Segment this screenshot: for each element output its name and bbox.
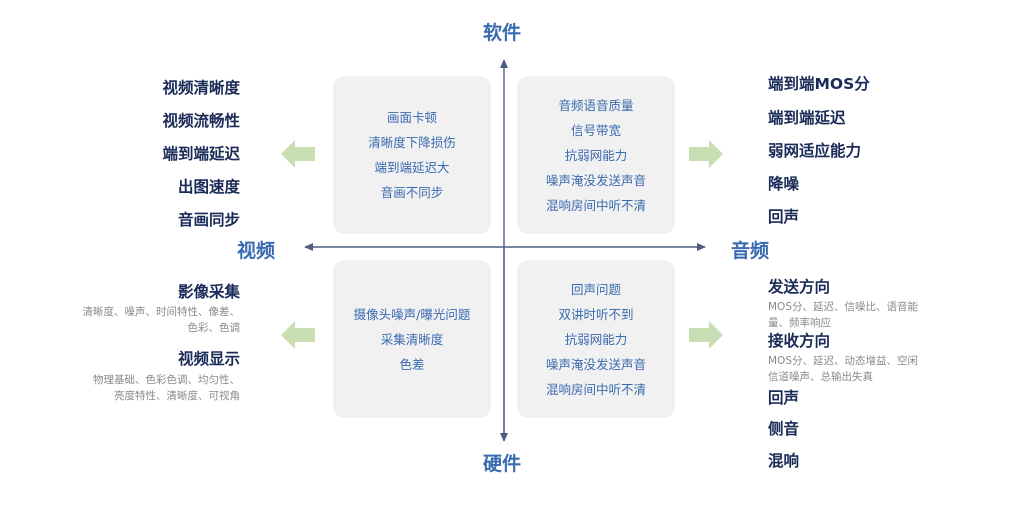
quad-line: 摄像头噪声/曝光问题 — [353, 306, 471, 322]
quad-line: 回声问题 — [570, 281, 621, 297]
send-title: 发送方向 — [768, 278, 831, 296]
quad-line: 信号带宽 — [570, 122, 621, 138]
quadrant-software-audio: 音频语音质量 信号带宽 抗弱网能力 噪声淹没发送声音 混响房间中听不清 — [517, 76, 675, 234]
quad-line: 清晰度下降损伤 — [368, 135, 456, 150]
axis-label-software: 软件 — [483, 22, 522, 44]
display-sub: 亮度特性、清晰度、可视角 — [114, 390, 240, 402]
quadrant-hardware-video: 摄像头噪声/曝光问题 采集清晰度 色差 — [333, 260, 491, 418]
metric-item: 降噪 — [768, 175, 800, 193]
quad-line: 抗弱网能力 — [564, 331, 628, 347]
recv-sub: 信道噪声、总输出失真 — [768, 371, 873, 383]
quad-line: 画面卡顿 — [386, 110, 437, 125]
metric-item: 视频流畅性 — [162, 112, 240, 130]
quad-line: 混响房间中听不清 — [545, 381, 646, 397]
capture-sub: 清晰度、噪声、时间特性、像差、 — [82, 306, 241, 318]
quad-line: 混响房间中听不清 — [545, 197, 646, 213]
metric-item: 音画同步 — [177, 211, 240, 229]
capture-sub: 色彩、色调 — [187, 322, 241, 334]
capture-title: 影像采集 — [177, 283, 240, 301]
recv-title: 接收方向 — [768, 332, 831, 350]
metric-item: 回声 — [768, 208, 800, 226]
right-arrow-icon — [689, 321, 723, 349]
display-title: 视频显示 — [177, 350, 240, 368]
quad-line: 色差 — [399, 356, 425, 372]
metric-item: 端到端延迟 — [162, 145, 240, 163]
quadrant-software-video: 画面卡顿 清晰度下降损伤 端到端延迟大 音画不同步 — [333, 76, 491, 234]
axis-label-hardware: 硬件 — [483, 453, 522, 475]
quadrant-hardware-audio: 回声问题 双讲时听不到 抗弱网能力 噪声淹没发送声音 混响房间中听不清 — [517, 260, 675, 418]
left-arrow-icon — [281, 140, 315, 168]
metric-item: 端到端延迟 — [768, 109, 846, 127]
recv-sub: MOS分、延迟、动态增益、空闲 — [768, 355, 918, 367]
left-arrow-icon — [281, 321, 315, 349]
metric-item: 出图速度 — [177, 178, 240, 196]
send-sub: MOS分、延迟、信噪比、语音能 — [768, 301, 918, 313]
metric-item: 混响 — [768, 452, 800, 470]
quad-line: 音频语音质量 — [558, 97, 634, 113]
quad-line: 采集清晰度 — [380, 331, 444, 347]
quad-line: 双讲时听不到 — [558, 306, 634, 322]
display-sub: 物理基础、色彩色调、均匀性、 — [93, 374, 240, 386]
quad-line: 端到端延迟大 — [374, 160, 450, 175]
axis-label-audio: 音频 — [731, 240, 770, 262]
metric-item: 侧音 — [768, 420, 800, 438]
axis-label-video: 视频 — [237, 240, 276, 262]
quad-line: 噪声淹没发送声音 — [545, 172, 646, 188]
send-sub: 量、频率响应 — [768, 317, 831, 329]
metric-item: 端到端MOS分 — [768, 75, 870, 93]
quad-line: 抗弱网能力 — [564, 147, 628, 163]
metric-item: 弱网适应能力 — [768, 142, 862, 160]
right-arrow-icon — [689, 140, 723, 168]
quad-line: 噪声淹没发送声音 — [545, 356, 646, 372]
metric-item: 回声 — [768, 389, 800, 407]
metric-item: 视频清晰度 — [162, 79, 240, 97]
quad-line: 音画不同步 — [380, 185, 444, 200]
